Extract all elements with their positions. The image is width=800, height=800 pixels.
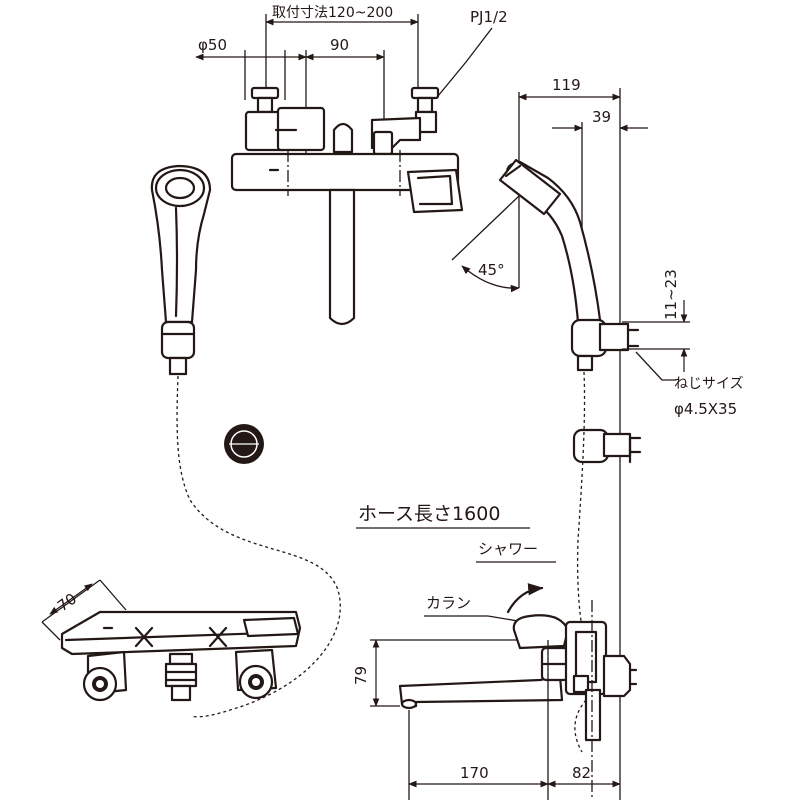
hose-path-right [576, 371, 591, 661]
screw-range-label: 11~23 [662, 269, 680, 320]
hose-length-callout: ホース長さ1600 [356, 503, 530, 529]
thread-label: PJ1/2 [470, 8, 508, 26]
mount-pitch-label: 取付寸法120~200 [272, 5, 393, 21]
shower-label: シャワー [478, 540, 538, 558]
plan-view-faucet: 70 [41, 579, 302, 702]
side-view-spout: 79 170 82 [352, 600, 638, 800]
screw-size-value: φ4.5X35 [674, 400, 737, 418]
width-170-label: 170 [460, 764, 489, 782]
screw-size-label: ねじサイズ [674, 376, 744, 392]
angle-label: 45° [478, 261, 505, 279]
front-view-faucet [230, 86, 464, 326]
side-view-shower: 119 39 45° 11~23 ねじサイズ φ4.5X35 [451, 76, 744, 800]
depth-70-label: 70 [54, 590, 80, 616]
height-79-label: 79 [352, 666, 370, 685]
pipe-diameter-label: φ50 [198, 36, 227, 54]
width-82-label: 82 [572, 764, 591, 782]
shower-head-front [150, 164, 212, 376]
spout-label: カラン [426, 594, 471, 612]
wall-grommet [224, 424, 264, 464]
depth-39-label: 39 [592, 108, 611, 126]
hose-path [176, 375, 341, 718]
depth-119-label: 119 [552, 76, 581, 94]
hose-length-label: ホース長さ1600 [358, 503, 500, 525]
center-90-label: 90 [330, 36, 349, 54]
